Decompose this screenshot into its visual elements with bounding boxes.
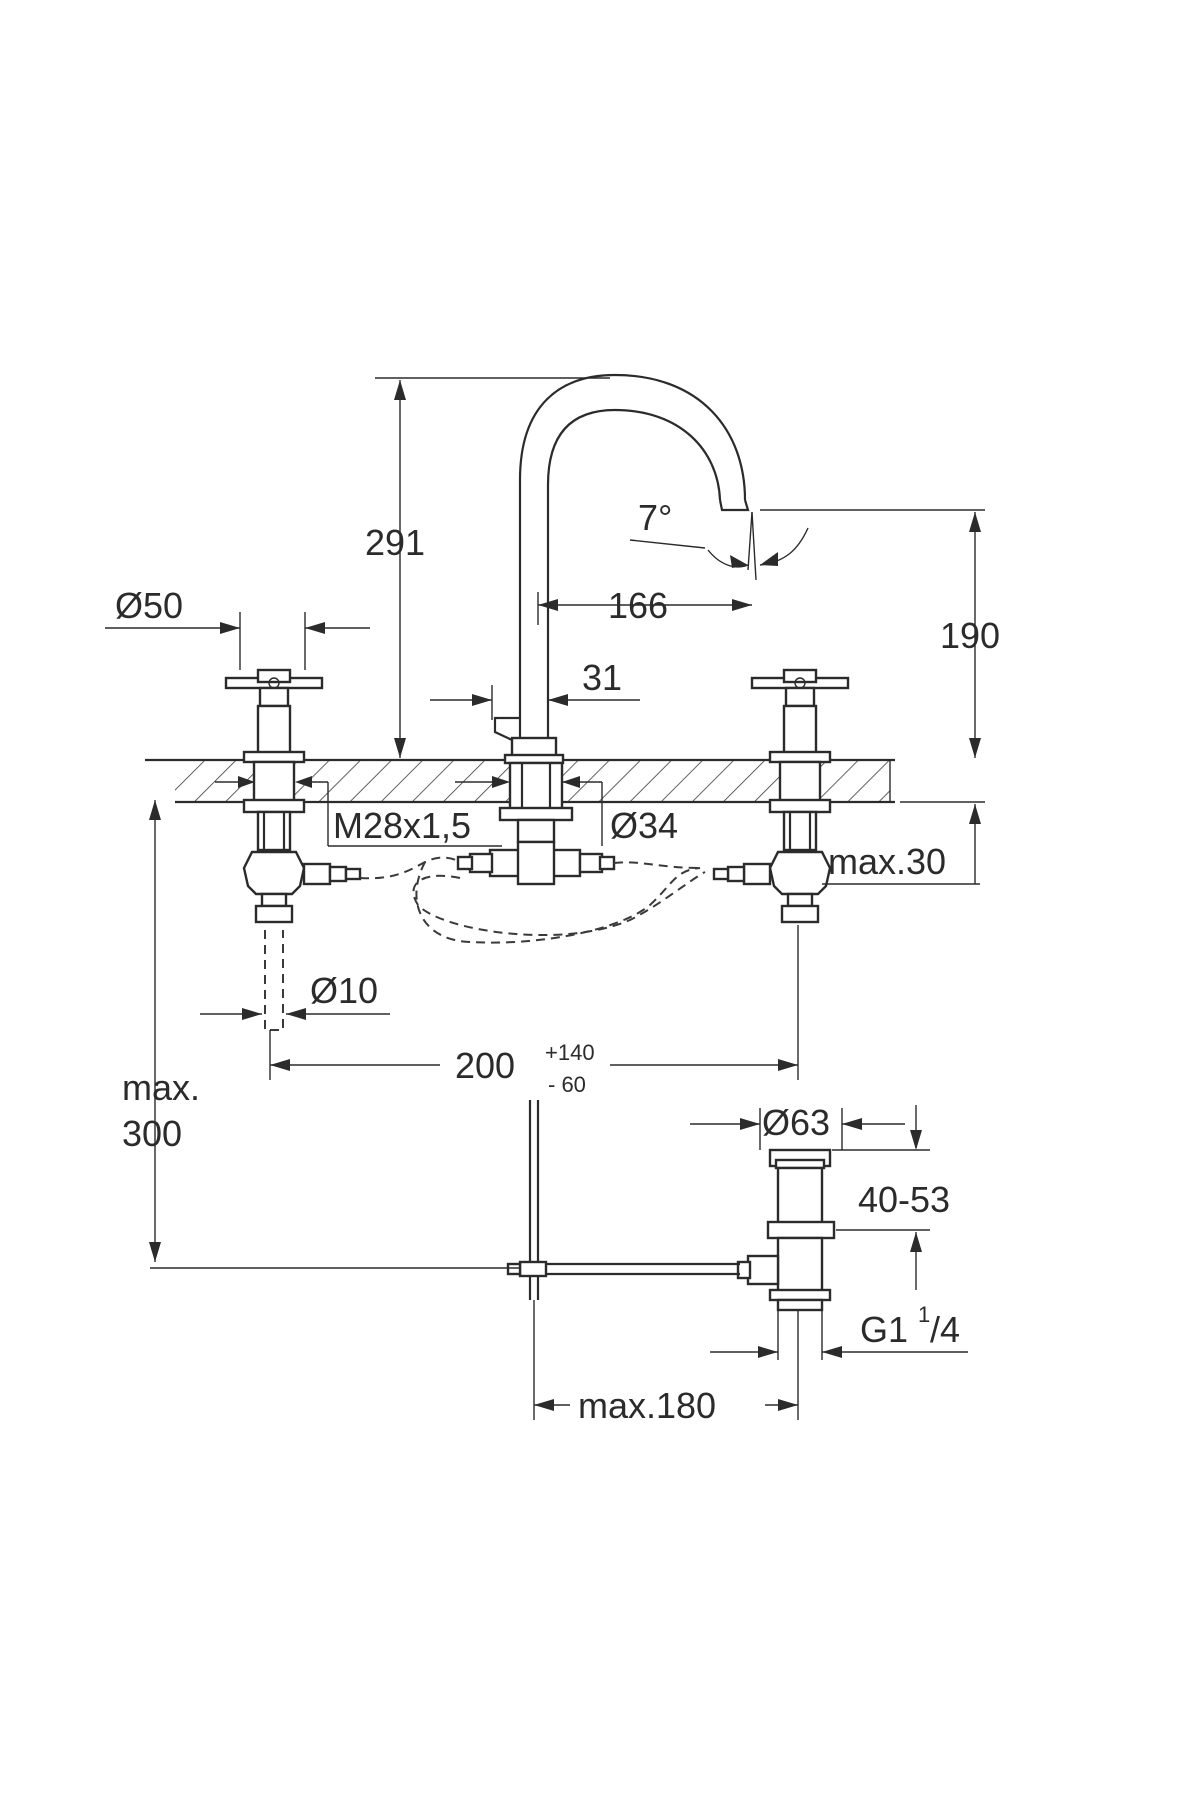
label-max-30: max.30 bbox=[828, 841, 946, 882]
label-thread-g1-num: 1 bbox=[918, 1302, 930, 1327]
label-291: 291 bbox=[365, 522, 425, 563]
dimension-lines bbox=[105, 377, 985, 1420]
label-angle-7: 7° bbox=[638, 497, 672, 538]
left-valve bbox=[224, 668, 362, 924]
label-diameter-50: Ø50 bbox=[115, 585, 183, 626]
supply-pipe bbox=[264, 930, 284, 1031]
label-31: 31 bbox=[582, 657, 622, 698]
label-diameter-34: Ø34 bbox=[610, 805, 678, 846]
label-200: 200 bbox=[455, 1045, 515, 1086]
label-diameter-63: Ø63 bbox=[762, 1102, 830, 1143]
label-diameter-10: Ø10 bbox=[310, 970, 378, 1011]
spout bbox=[493, 373, 750, 765]
label-max-180: max.180 bbox=[578, 1385, 716, 1426]
label-40-53: 40-53 bbox=[858, 1179, 950, 1220]
right-valve bbox=[712, 668, 850, 924]
dimension-labels: 291 Ø50 7° 166 190 31 M28x1,5 Ø34 max.30… bbox=[115, 497, 1000, 1426]
spout-mount bbox=[456, 761, 616, 886]
label-200-plus: +140 bbox=[545, 1040, 595, 1065]
label-thread-g1: G1 bbox=[860, 1309, 908, 1350]
popup-waste bbox=[506, 1100, 836, 1312]
label-thread-m28: M28x1,5 bbox=[333, 805, 471, 846]
label-max-depth-line1: max. bbox=[122, 1067, 200, 1108]
flex-hoses bbox=[359, 856, 706, 944]
label-max-depth-line2: 300 bbox=[122, 1113, 182, 1154]
label-thread-g1-den: /4 bbox=[930, 1309, 960, 1350]
label-166: 166 bbox=[608, 585, 668, 626]
label-190: 190 bbox=[940, 615, 1000, 656]
label-200-minus: - 60 bbox=[548, 1072, 586, 1097]
